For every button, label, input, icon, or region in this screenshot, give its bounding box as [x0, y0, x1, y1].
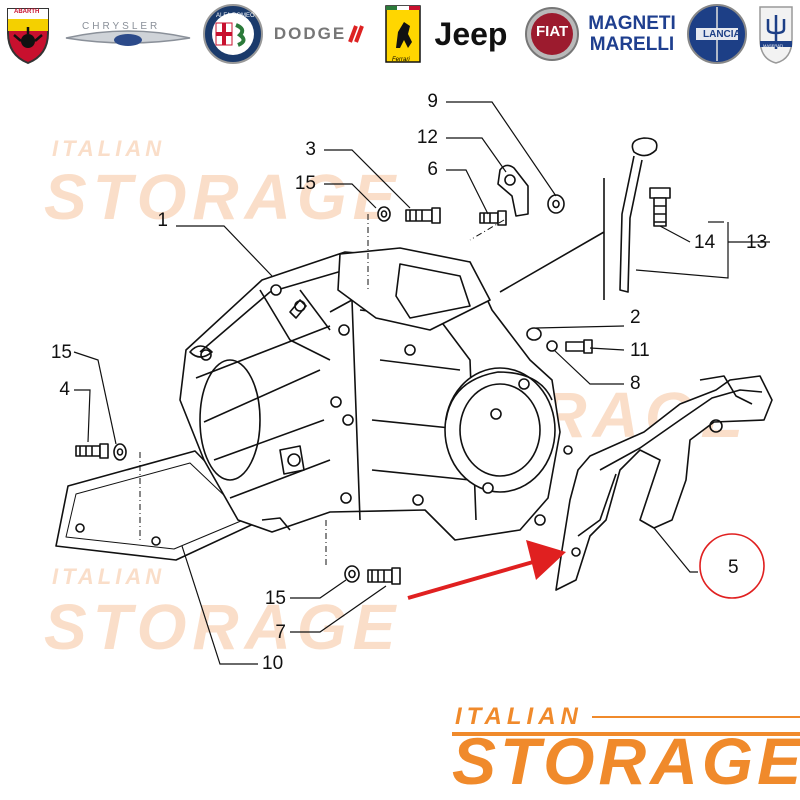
watermark-italian-top: ITALIAN: [52, 136, 166, 161]
callout-15-left: 15: [51, 342, 72, 363]
callout-8: 8: [630, 373, 641, 394]
watermark-storage-top: STORAGE: [44, 161, 402, 233]
lower-cover-plate: [55, 450, 263, 561]
support-bracket: [555, 375, 773, 591]
callout-9: 9: [427, 91, 438, 112]
alfa-romeo-roundel-icon: ALFA ROMEO: [202, 3, 264, 65]
brand-name-dodge: DODGE: [273, 24, 347, 43]
watermark-italian-bottom: ITALIAN: [52, 564, 166, 589]
abarth-scorpion-badge-icon: ABARTH: [2, 3, 54, 65]
brand-name-lancia: LANCIA: [703, 29, 741, 40]
magneti-marelli-wordmark-icon: MAGNETI MARELLI: [586, 3, 678, 65]
callout-5: 5: [728, 557, 739, 578]
footer-logo-rule: [592, 716, 800, 718]
callout-11: 11: [630, 340, 650, 361]
brand-name-ferrari: Ferrari: [392, 57, 410, 63]
callout-7: 7: [275, 622, 286, 643]
brand-logo-bar: ABARTH CHRYSLER ALFA ROMEO DODGE Ferrari: [0, 0, 800, 70]
brand-name-chrysler: CHRYSLER: [82, 21, 161, 32]
brand-name-fiat: FIAT: [536, 23, 569, 40]
callout-15-bottom: 15: [265, 588, 286, 609]
footer-logo-italian: ITALIAN: [455, 703, 583, 730]
lancia-shield-icon: LANCIA: [686, 3, 748, 65]
callout-1: 1: [157, 210, 168, 231]
brand-name-maserati: MASERATI: [763, 43, 784, 48]
callout-4: 4: [59, 379, 70, 400]
brand-name-magneti-marelli: MAGNETI MARELLI: [588, 13, 676, 55]
footer-logo-rule-lower: [452, 732, 800, 736]
callout-6: 6: [427, 159, 438, 180]
brand-name-abarth: ABARTH: [14, 9, 40, 15]
brand-name-alfa-romeo: ALFA ROMEO: [216, 13, 255, 19]
callout-10: 10: [262, 653, 283, 674]
highlight-circle-part-5: [699, 533, 765, 599]
footer-logo-storage: STORAGE: [452, 724, 800, 798]
callout-3: 3: [305, 139, 316, 160]
maserati-trident-icon: MASERATI: [756, 3, 796, 65]
highlight-arrow: [407, 540, 566, 600]
watermark-storage-bottom: STORAGE: [44, 591, 402, 663]
chrysler-wings-icon: CHRYSLER: [62, 3, 194, 65]
jeep-wordmark-icon: Jeep: [428, 3, 514, 65]
callout-14: 14: [694, 232, 716, 253]
dodge-wordmark-icon: DODGE: [270, 3, 370, 65]
callout-15-top: 15: [295, 173, 316, 194]
fiat-roundel-icon: FIAT: [524, 3, 580, 65]
callout-12: 12: [417, 127, 438, 148]
brand-name-jeep: Jeep: [434, 15, 508, 52]
callout-13: 13: [746, 232, 767, 253]
ferrari-horse-shield-icon: Ferrari: [384, 3, 422, 65]
callout-2: 2: [630, 307, 641, 328]
